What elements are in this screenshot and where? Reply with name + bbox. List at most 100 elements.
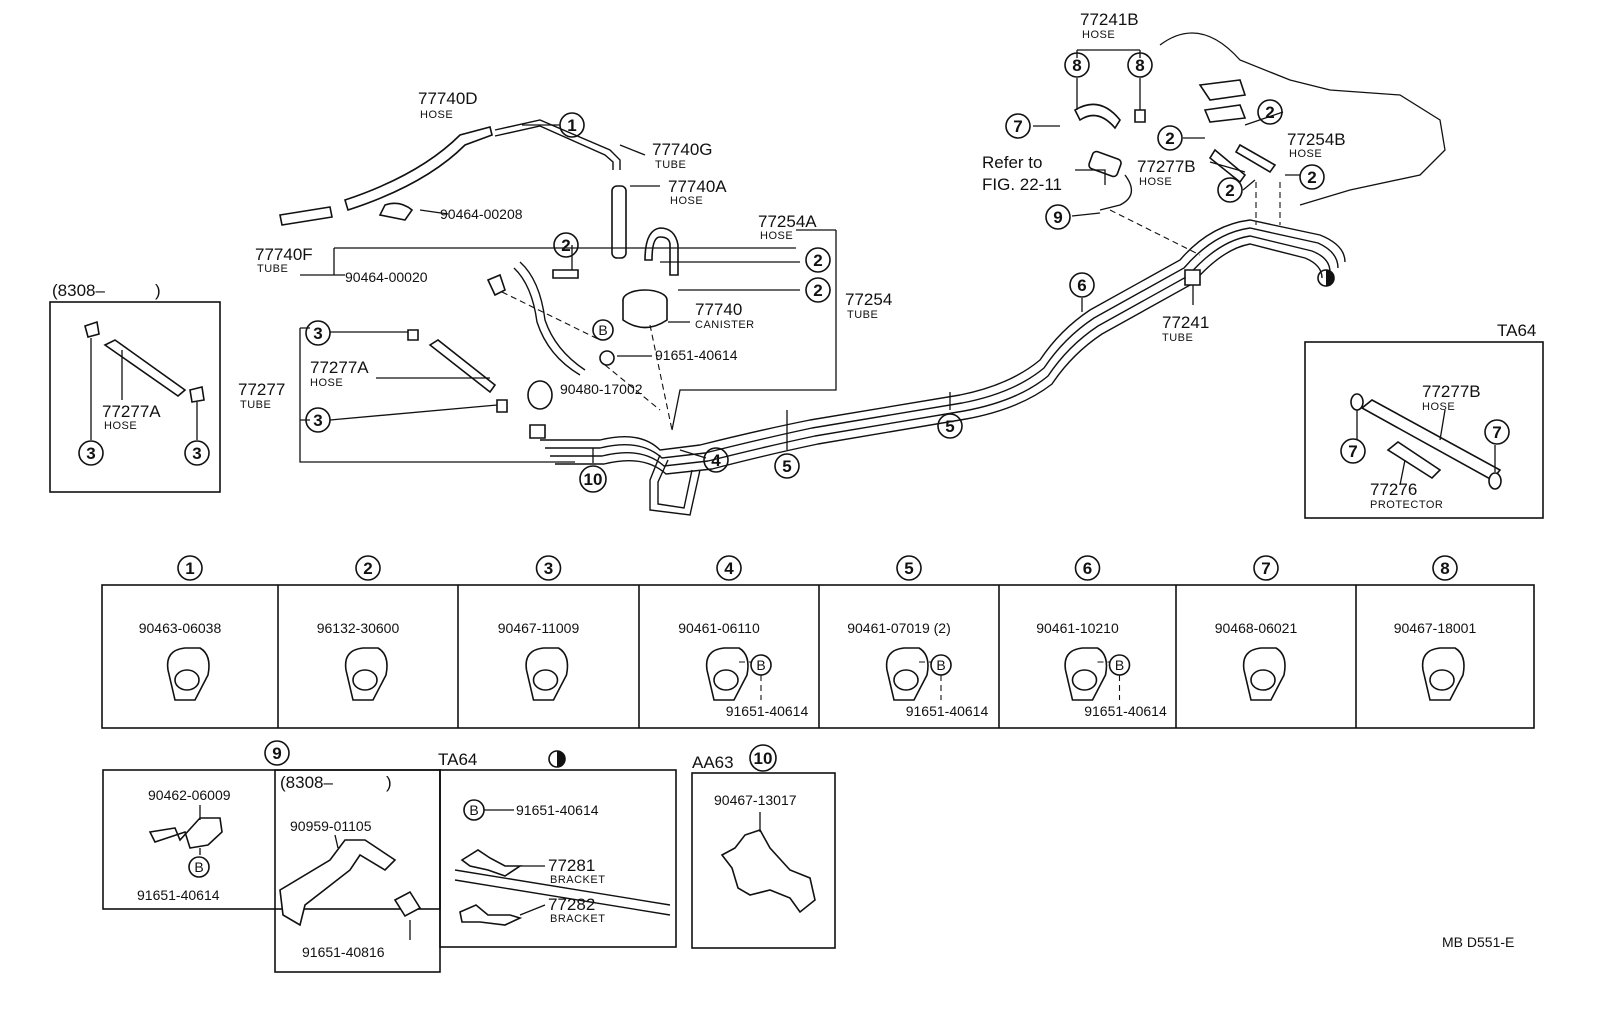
- callout-8: 8: [1064, 52, 1090, 78]
- callout-5: 5: [774, 453, 800, 479]
- clamp-bolt-number: 91651-40614: [726, 703, 809, 719]
- callout-7: 7: [1005, 113, 1031, 139]
- bottom-box-10: AA63 10 90467-13017: [691, 744, 836, 949]
- inset-ta64-hose: HOSE: [1422, 401, 1455, 413]
- clamp-part-number: 90461-06110: [678, 620, 760, 636]
- callout-6: 6: [1069, 272, 1095, 298]
- ta64-77282: 77282: [548, 895, 595, 914]
- b8308-close: ): [386, 773, 392, 792]
- svg-text:4: 4: [711, 451, 721, 470]
- bottom-box-ta64: TA64 B 91651-40614 77281 BRACKET 77282 B…: [438, 750, 677, 948]
- label-77740G: 77740G: [652, 140, 713, 159]
- callout-2: 2: [355, 555, 381, 581]
- ta64-bolt: 91651-40614: [516, 802, 599, 818]
- callout-2: 2: [1257, 99, 1283, 125]
- inset-ta64-heading: TA64: [1497, 321, 1536, 340]
- b8308-part: 90959-01105: [290, 818, 372, 834]
- callout-9: 9: [264, 740, 290, 766]
- callout-number: 7: [1261, 559, 1270, 578]
- callout-1: 1: [177, 555, 203, 581]
- svg-text:5: 5: [945, 417, 954, 436]
- label-refer-to: Refer to: [982, 153, 1042, 172]
- label-tube-77740F: TUBE: [257, 263, 288, 275]
- half-circle-symbol: [1317, 269, 1335, 287]
- label-hose-77740D: HOSE: [420, 109, 453, 121]
- label-91651-40614-top: 91651-40614: [655, 347, 738, 363]
- label-hose-77241B: HOSE: [1082, 29, 1115, 41]
- inset-ta64: TA64 77277B HOSE 77276 PROTECTOR 7 7: [1304, 321, 1544, 519]
- inset-8308-hose: HOSE: [104, 420, 137, 432]
- inset-8308-top: (8308– ) 77277A HOSE 3 3: [49, 281, 221, 493]
- svg-text:B: B: [936, 657, 945, 673]
- svg-text:2: 2: [1307, 168, 1316, 187]
- label-77277: 77277: [238, 380, 285, 399]
- callout-number: 3: [544, 559, 553, 578]
- b9-bolt-b: B: [188, 856, 210, 878]
- svg-text:B: B: [598, 322, 607, 338]
- callout-7: 7: [1340, 438, 1366, 464]
- clamp-table: 190463-06038296132-30600390467-110094904…: [101, 555, 1535, 729]
- label-77740D: 77740D: [418, 89, 478, 108]
- callout-2: 2: [805, 247, 831, 273]
- label-90464-00208: 90464-00208: [440, 206, 523, 222]
- label-77241: 77241: [1162, 313, 1209, 332]
- label-canister: CANISTER: [695, 319, 755, 331]
- label-77241B: 77241B: [1080, 10, 1139, 29]
- label-77254: 77254: [845, 290, 892, 309]
- svg-text:6: 6: [1077, 276, 1086, 295]
- callout-9: 9: [1045, 204, 1071, 230]
- callout-8: 8: [1127, 52, 1153, 78]
- svg-text:B: B: [1115, 657, 1124, 673]
- grouping-lines: [299, 49, 1300, 463]
- svg-text:3: 3: [313, 411, 322, 430]
- callout-6: 6: [1074, 555, 1101, 581]
- b8308-bolt: 91651-40816: [302, 944, 385, 960]
- top-labels: 77740D HOSE 77740G TUBE 77740A HOSE 9046…: [238, 10, 1346, 411]
- svg-text:10: 10: [754, 749, 773, 768]
- callout-2: 2: [1299, 164, 1325, 190]
- callout-2: 2: [553, 232, 579, 258]
- callout-3: 3: [535, 555, 562, 581]
- callout-7: 7: [1484, 419, 1510, 445]
- dashed-leaders: [501, 182, 1281, 431]
- label-hose-77254B: HOSE: [1289, 148, 1322, 160]
- hose-77740D-drawing: [279, 119, 627, 259]
- callout-3: 3: [78, 440, 104, 466]
- b-ta64-heading: TA64: [438, 750, 477, 769]
- callout-7: 7: [1253, 555, 1279, 581]
- svg-text:7: 7: [1492, 423, 1501, 442]
- ta64-bolt-b: B: [463, 799, 485, 821]
- label-77740A: 77740A: [668, 177, 727, 196]
- label-tube-77277: TUBE: [240, 399, 271, 411]
- callout-10: 10: [579, 465, 607, 493]
- footer-code: MB D551-E: [1442, 934, 1514, 950]
- svg-text:3: 3: [86, 444, 95, 463]
- callout-number: 1: [185, 559, 194, 578]
- bottom-box-8308: (8308– ) 90959-01105 91651-40816: [274, 769, 441, 973]
- b-aa63-heading: AA63: [692, 753, 734, 772]
- ta64-77281: 77281: [548, 856, 595, 875]
- b9-bolt: 91651-40614: [137, 887, 220, 903]
- inset-8308-77277A: 77277A: [102, 402, 161, 421]
- b9-part: 90462-06009: [148, 787, 231, 803]
- label-hose-77740A: HOSE: [670, 195, 703, 207]
- callout-3: 3: [184, 440, 210, 466]
- callout-number: 4: [724, 559, 734, 578]
- callout-3: 3: [305, 320, 331, 346]
- svg-text:3: 3: [192, 444, 201, 463]
- inset-8308-close: ): [155, 281, 161, 300]
- bolt-b-symbol: B: [930, 654, 952, 676]
- callout-number: 5: [904, 559, 913, 578]
- callout-3: 3: [305, 407, 331, 433]
- label-77254A: 77254A: [758, 212, 817, 231]
- label-hose-77277A: HOSE: [310, 377, 343, 389]
- label-77740: 77740: [695, 300, 742, 319]
- callout-8: 8: [1432, 555, 1458, 581]
- clamp-bolt-number: 91651-40614: [1084, 703, 1167, 719]
